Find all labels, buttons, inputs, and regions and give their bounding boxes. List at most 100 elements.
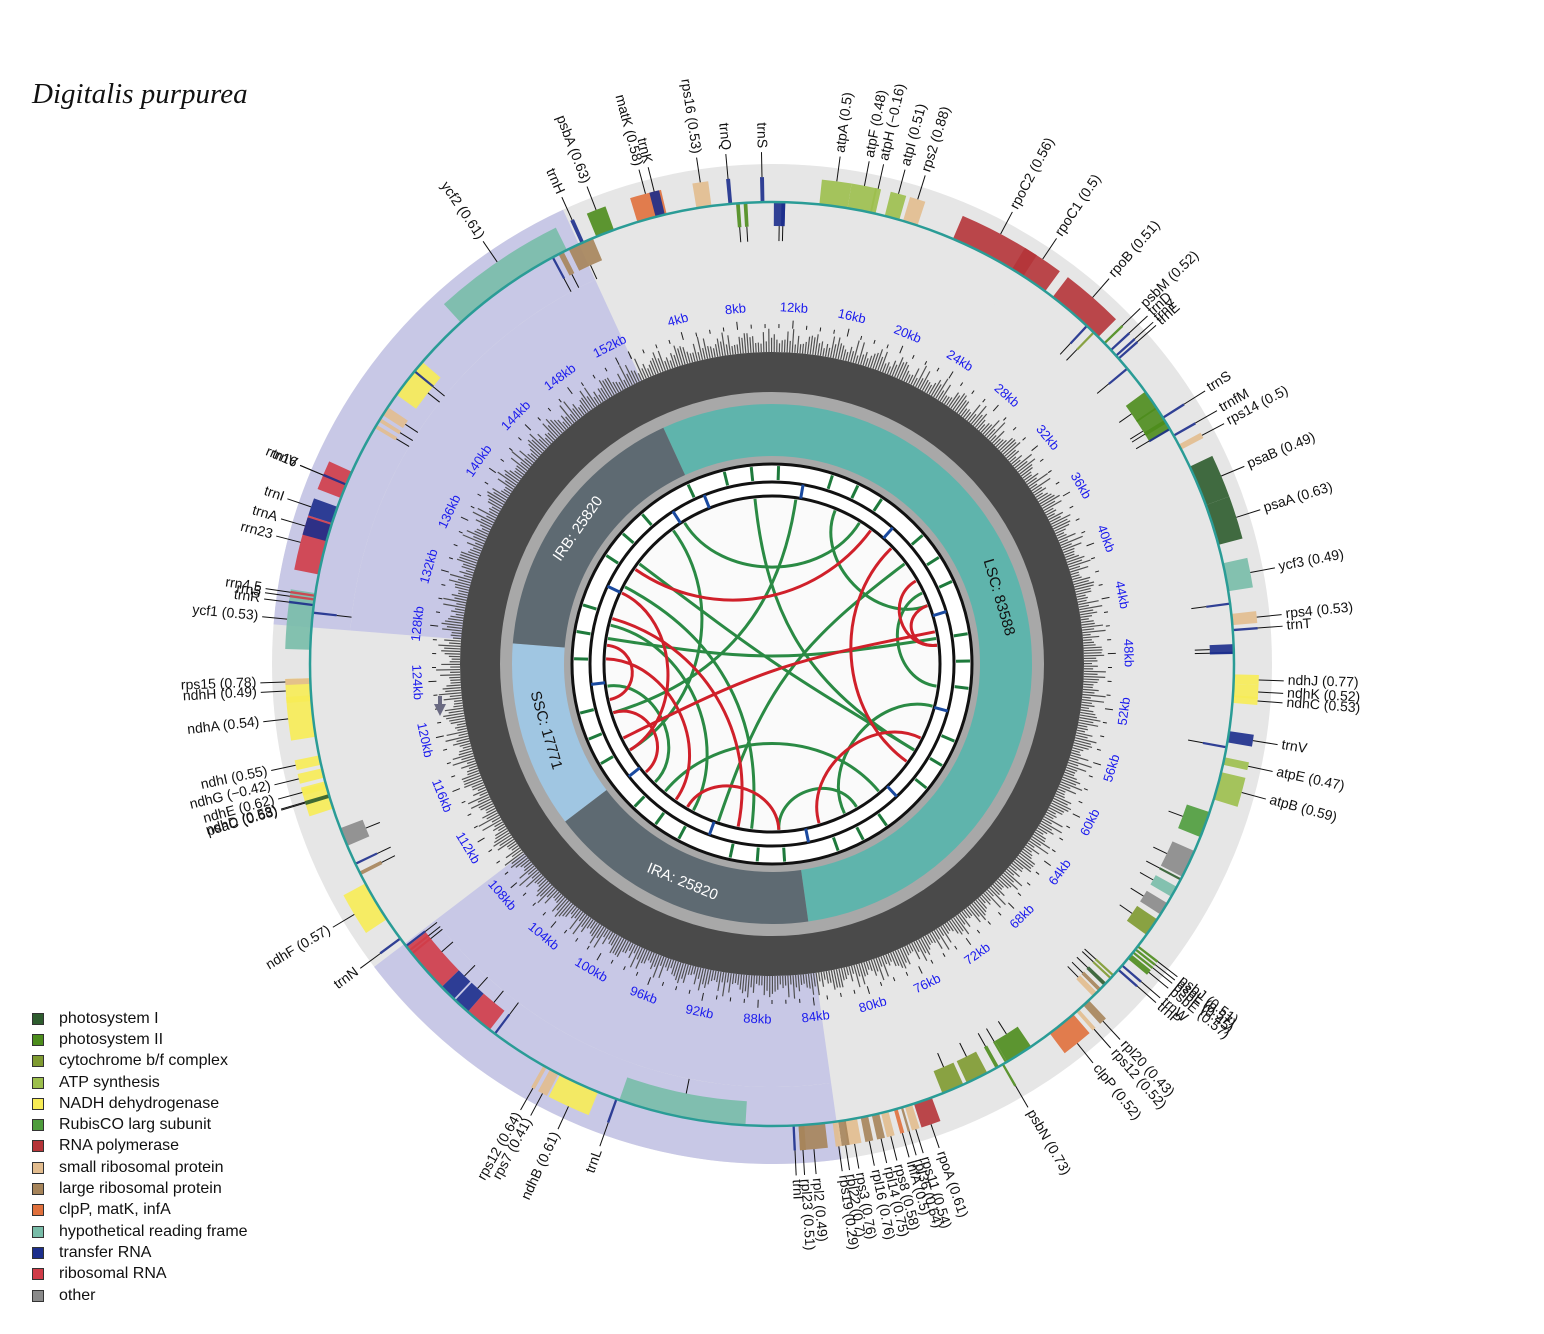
gene-leader: [930, 1124, 940, 1149]
gc-bar: [731, 345, 734, 355]
legend-item: cytochrome b/f complex: [32, 1051, 248, 1072]
gc-bar: [997, 439, 1007, 450]
gc-bar: [819, 341, 824, 356]
gene-trnV: [322, 473, 347, 486]
repeat-tick: [702, 494, 711, 509]
repeat-link: [629, 529, 704, 752]
tick: [547, 407, 552, 412]
gene-leader: [1129, 433, 1146, 445]
gene-leader: [1093, 1028, 1112, 1049]
gene-label: trnV: [270, 445, 300, 470]
gc-bar: [530, 452, 538, 460]
gc-bar: [697, 351, 701, 361]
gc-bar: [1024, 846, 1032, 853]
gc-bar: [702, 338, 709, 359]
tick: [623, 966, 626, 971]
gc-bar: [1050, 514, 1071, 525]
gc-bar: [444, 647, 461, 650]
gc-bar: [648, 364, 654, 376]
gene-leader: [1248, 765, 1273, 772]
legend-item: RNA polymerase: [32, 1136, 248, 1157]
repeat-tick: [926, 556, 940, 567]
gc-bar: [1072, 576, 1091, 583]
gc-bar: [692, 352, 696, 362]
gc-bar: [628, 943, 634, 952]
gene-ndhG: [297, 768, 325, 784]
gc-bar: [976, 419, 986, 430]
gene-leader: [1256, 614, 1282, 618]
gc-bar: [546, 888, 556, 898]
gc-bar: [910, 368, 920, 385]
gc-bar: [1075, 734, 1088, 739]
gc-bar: [1079, 716, 1101, 722]
gc-bar: [479, 791, 488, 797]
tick: [542, 911, 547, 916]
tick: [661, 981, 665, 986]
gc-bar: [703, 969, 709, 989]
gc-bar: [651, 357, 659, 374]
gc-bar: [789, 340, 791, 353]
tick: [1098, 583, 1103, 586]
legend-label: photosystem I: [59, 1009, 159, 1027]
gene-rpl36: [900, 1107, 911, 1132]
gc-bar: [479, 524, 491, 531]
gc-bar: [1083, 683, 1094, 686]
gene-rpl2: [798, 1122, 828, 1151]
gc-bar: [531, 439, 545, 452]
gc-bar: [458, 750, 473, 756]
gc-bar: [884, 362, 890, 374]
tick: [460, 516, 469, 521]
gc-bar: [629, 946, 641, 968]
repeat-tick: [799, 484, 805, 499]
gc-bar: [527, 439, 543, 454]
gc-bar: [1055, 793, 1065, 799]
tick: [473, 825, 478, 829]
gene-ndhJ: [1233, 674, 1259, 685]
gc-bar: [482, 810, 497, 819]
gc-bar: [487, 491, 506, 503]
gc-bar: [1062, 776, 1081, 785]
gc-bar: [983, 892, 991, 902]
gene-leader: [1194, 410, 1218, 424]
gc-bar: [986, 428, 996, 439]
legend-label: ATP synthesis: [59, 1073, 160, 1091]
gc-bar: [531, 871, 540, 879]
gene-trnY: [1115, 338, 1136, 357]
gc-bar: [452, 740, 470, 746]
gc-bar: [731, 973, 735, 985]
tick: [1031, 445, 1039, 452]
tick: [688, 989, 691, 994]
gc-bar: [981, 894, 991, 905]
gc-bar: [824, 343, 829, 357]
gc-bar: [971, 903, 987, 921]
gene-leader: [1154, 964, 1176, 981]
tick: [647, 977, 652, 985]
gc-bar: [728, 973, 732, 993]
tick: [461, 800, 466, 804]
repeat-tick: [782, 847, 787, 862]
gc-bar: [1048, 511, 1064, 521]
tick: [446, 762, 451, 765]
repeat-link: [606, 643, 634, 701]
gc-bar: [690, 965, 694, 976]
gc-bar: [820, 972, 825, 987]
gc-bar: [544, 433, 554, 443]
gc-bar: [456, 603, 466, 607]
gene-leader: [265, 588, 291, 593]
gc-bar: [556, 895, 564, 904]
gene-leader: [1042, 238, 1057, 260]
gc-bar: [1059, 783, 1071, 790]
gc-bar: [809, 335, 814, 355]
gc-bar: [449, 694, 462, 698]
gc-bar: [938, 927, 945, 937]
gene-trnT: [1108, 367, 1128, 385]
tick: [1101, 596, 1110, 600]
tick-label: 12kb: [779, 299, 808, 316]
repeat-ticks: [574, 466, 970, 862]
tick: [1075, 518, 1080, 521]
gene-label: rpoB (0.51): [1105, 217, 1163, 280]
gc-bar: [917, 378, 924, 389]
tick: [642, 349, 645, 354]
gc-bar: [1023, 474, 1033, 481]
gc-bar: [942, 924, 950, 934]
